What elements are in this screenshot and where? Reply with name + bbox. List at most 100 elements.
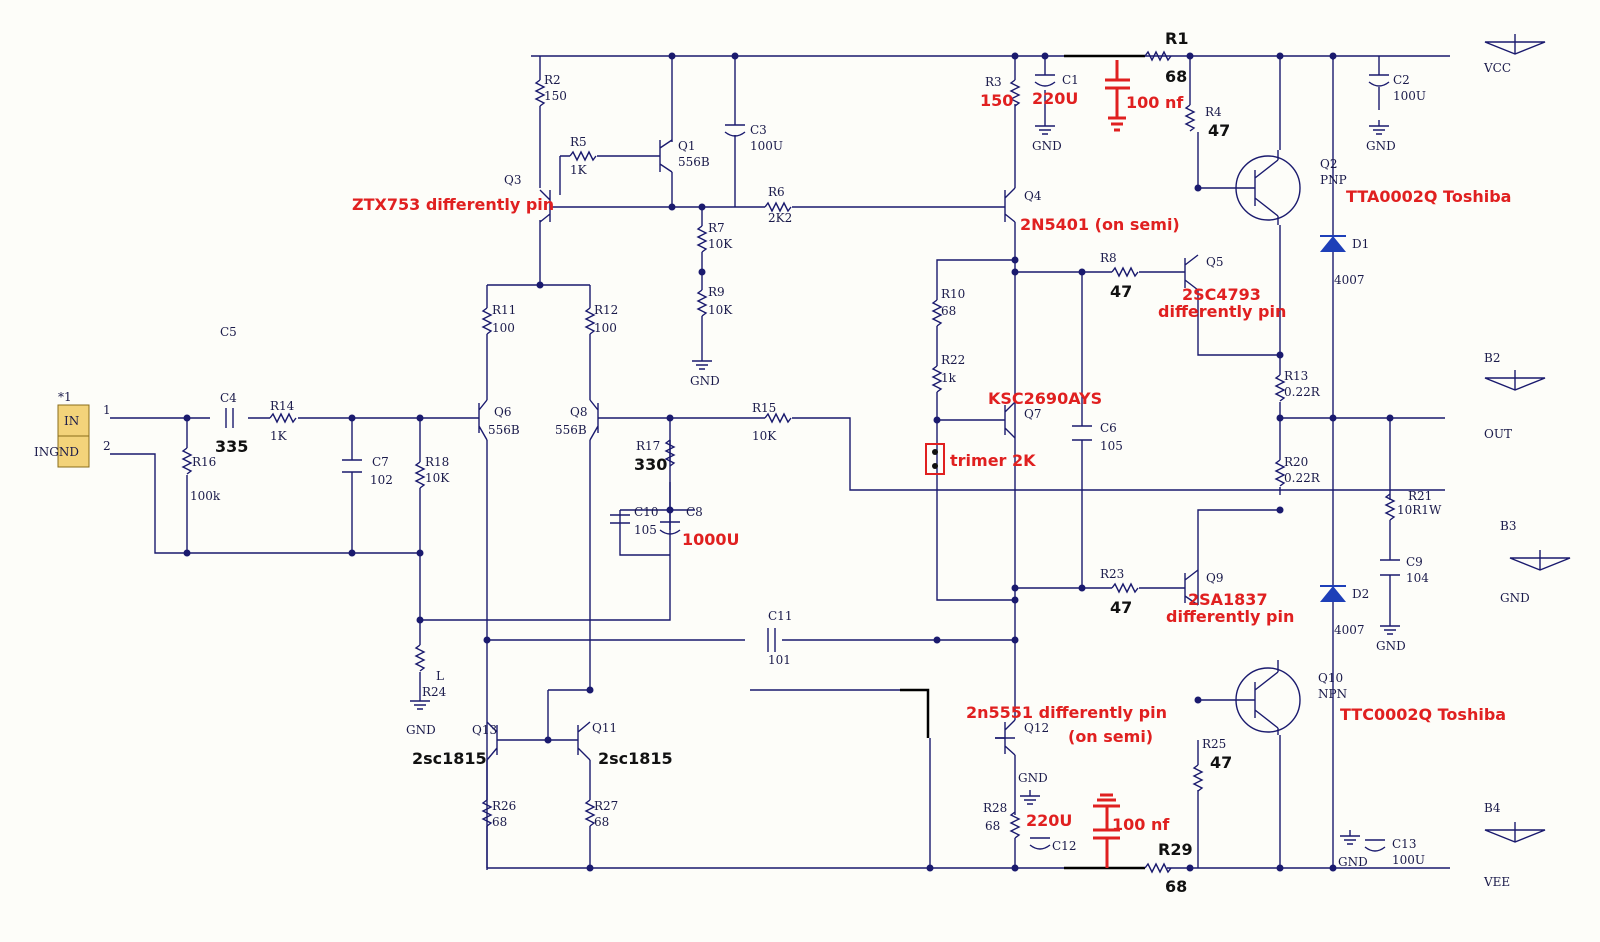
transistor-symbols bbox=[470, 139, 1301, 761]
q10-part: NPN bbox=[1318, 687, 1347, 701]
r16-ref: R16 bbox=[192, 455, 216, 469]
r26-ref: R26 bbox=[492, 799, 516, 813]
note-q4: 2N5401 (on semi) bbox=[1020, 215, 1180, 234]
q11-ref: Q11 bbox=[592, 721, 617, 735]
c11-value: 101 bbox=[768, 653, 791, 667]
r26-value: 68 bbox=[492, 815, 507, 829]
r13-value: 0.22R bbox=[1284, 385, 1321, 399]
r10-value: 68 bbox=[941, 304, 956, 318]
gnd-label-r24: GND bbox=[406, 723, 436, 737]
d2-ref: D2 bbox=[1352, 587, 1369, 601]
r29-ref: R29 bbox=[1158, 840, 1193, 859]
r13-ref: R13 bbox=[1284, 369, 1308, 383]
q2-ref: Q2 bbox=[1320, 157, 1337, 171]
c13-value: 100U bbox=[1392, 853, 1425, 867]
q9-ref: Q9 bbox=[1206, 571, 1223, 585]
gnd-label-c9: GND bbox=[1376, 639, 1406, 653]
d1-ref: D1 bbox=[1352, 237, 1369, 251]
r14-value: 1K bbox=[270, 429, 288, 443]
q1-ref: Q1 bbox=[678, 139, 695, 153]
r21-value: 10R1W bbox=[1397, 503, 1442, 517]
c7-ref: C7 bbox=[372, 455, 389, 469]
r22-ref: R22 bbox=[941, 353, 965, 367]
gnd-label-c1: GND bbox=[1032, 139, 1062, 153]
connector-pin-in: IN bbox=[64, 414, 79, 428]
r20-ref: R20 bbox=[1284, 455, 1308, 469]
net-vcc: VCC bbox=[1483, 61, 1511, 75]
note-q10: TTC0002Q Toshiba bbox=[1340, 705, 1506, 724]
note-q9-part: 2SA1837 bbox=[1188, 590, 1268, 609]
r12-ref: R12 bbox=[594, 303, 618, 317]
r1-ref: R1 bbox=[1165, 29, 1188, 48]
c7-value: 102 bbox=[370, 473, 393, 487]
r10-ref: R10 bbox=[941, 287, 965, 301]
gnd-label-c13: GND bbox=[1338, 855, 1368, 869]
r18-ref: R18 bbox=[425, 455, 449, 469]
q4-ref: Q4 bbox=[1024, 189, 1042, 203]
c4-value: 335 bbox=[215, 437, 248, 456]
r24-ref: R24 bbox=[422, 685, 447, 699]
c9-ref: C9 bbox=[1406, 555, 1423, 569]
r17-value: 330 bbox=[634, 455, 667, 474]
q6-part: 556B bbox=[488, 423, 520, 437]
note-q5-part: 2SC4793 bbox=[1182, 285, 1261, 304]
c3-value: 100U bbox=[750, 139, 783, 153]
q13-ref: Q13 bbox=[472, 723, 497, 737]
q3-ref: Q3 bbox=[504, 173, 521, 187]
r8-ref: R8 bbox=[1100, 251, 1117, 265]
r23-value: 47 bbox=[1110, 598, 1132, 617]
c3-ref: C3 bbox=[750, 123, 767, 137]
r5-value: 1K bbox=[570, 163, 588, 177]
c4-ref: C4 bbox=[220, 391, 237, 405]
d2-part: 4007 bbox=[1334, 623, 1365, 637]
r14-ref: R14 bbox=[270, 399, 295, 413]
note-q3: ZTX753 differently pin bbox=[352, 195, 554, 214]
r6-value: 2K2 bbox=[768, 211, 792, 225]
c6-ref: C6 bbox=[1100, 421, 1117, 435]
c2-value: 100U bbox=[1393, 89, 1426, 103]
r18-value: 10K bbox=[425, 471, 450, 485]
c6-value: 105 bbox=[1100, 439, 1123, 453]
r17-ref: R17 bbox=[636, 439, 660, 453]
r27-value: 68 bbox=[594, 815, 609, 829]
q6-ref: Q6 bbox=[494, 405, 511, 419]
r15-value: 10K bbox=[752, 429, 777, 443]
trimmer-symbol bbox=[925, 443, 945, 475]
note-q7: KSC2690AYS bbox=[988, 389, 1102, 408]
r27-ref: R27 bbox=[594, 799, 618, 813]
capacitor-bodies bbox=[225, 74, 1400, 852]
annotations: ZTX753 differently pin 2N5401 (on semi) … bbox=[352, 93, 1511, 834]
c1-ref: C1 bbox=[1062, 73, 1079, 87]
q12-ref: Q12 bbox=[1024, 721, 1049, 735]
note-trimmer: trimer 2K bbox=[950, 451, 1036, 470]
c9-value: 104 bbox=[1406, 571, 1429, 585]
r5-ref: R5 bbox=[570, 135, 587, 149]
connector-pin2: 2 bbox=[103, 439, 111, 453]
r4-ref: R4 bbox=[1205, 105, 1222, 119]
r25-value: 47 bbox=[1210, 753, 1232, 772]
note-cap-bottom: 100 nf bbox=[1112, 815, 1170, 834]
q2-part: PNP bbox=[1320, 173, 1347, 187]
r3-value: 150 bbox=[980, 91, 1013, 110]
r28-value: 68 bbox=[985, 819, 1000, 833]
component-labels: R1 68 R2 150 R3 150 R4 47 R5 1K R6 2K2 R… bbox=[190, 29, 1442, 896]
added-capacitors bbox=[1093, 60, 1130, 868]
c13-ref: C13 bbox=[1392, 837, 1416, 851]
r9-ref: R9 bbox=[708, 285, 725, 299]
r21-ref: R21 bbox=[1408, 489, 1432, 503]
note-q9-note: differently pin bbox=[1166, 607, 1294, 626]
note-q13: 2sc1815 bbox=[412, 749, 487, 768]
c12-ref: C12 bbox=[1052, 839, 1076, 853]
gnd-label-c12: GND bbox=[1018, 771, 1048, 785]
net-b4: B4 bbox=[1484, 801, 1501, 815]
r25-ref: R25 bbox=[1202, 737, 1226, 751]
c10-ref: C10 bbox=[634, 505, 658, 519]
net-gnd-b3: GND bbox=[1500, 591, 1530, 605]
q7-ref: Q7 bbox=[1024, 407, 1041, 421]
r2-value: 150 bbox=[544, 89, 567, 103]
d1-part: 4007 bbox=[1334, 273, 1365, 287]
c1-value: 220U bbox=[1032, 89, 1078, 108]
c12-value: 220U bbox=[1026, 811, 1072, 830]
r11-ref: R11 bbox=[492, 303, 516, 317]
c2-ref: C2 bbox=[1393, 73, 1410, 87]
